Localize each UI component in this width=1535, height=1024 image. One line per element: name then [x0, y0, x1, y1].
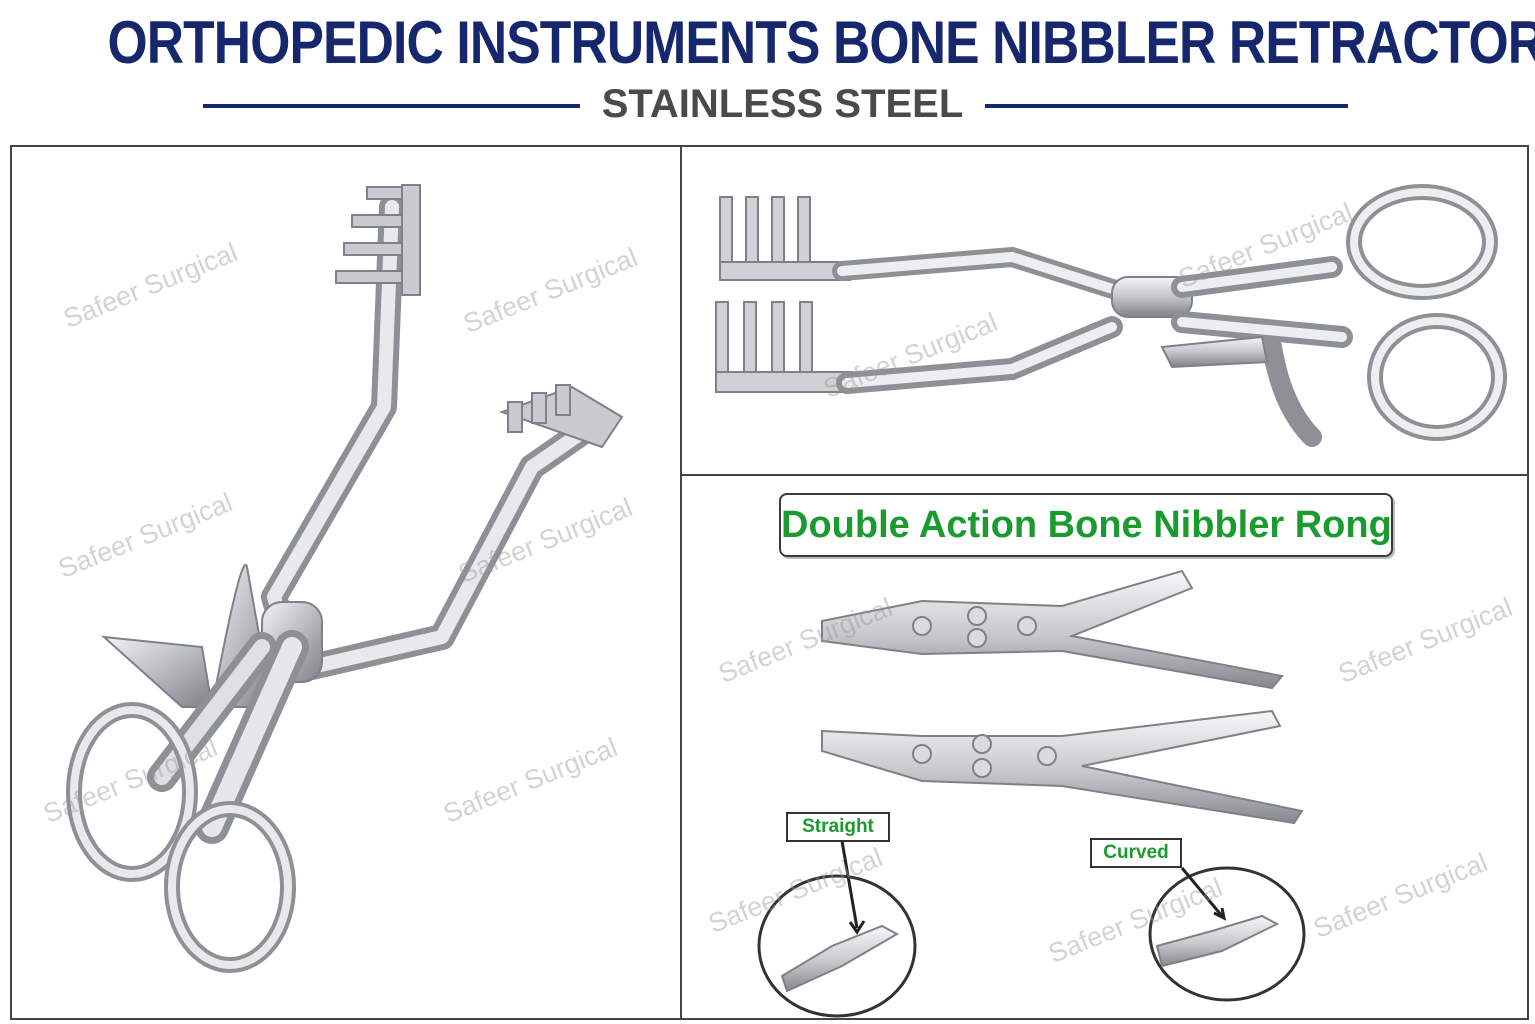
retractor-teeth-upper: [335, 184, 421, 296]
page-title: ORTHOPEDIC INSTRUMENTS BONE NIBBLER RETR…: [107, 9, 1535, 76]
straight-tag: Straight: [786, 812, 890, 842]
subtitle-row: STAINLESS STEEL: [0, 82, 1535, 132]
retractor-handles: [1171, 256, 1353, 447]
retractor-ratchet-bar: [1160, 335, 1269, 369]
subtitle: STAINLESS STEEL: [601, 82, 964, 126]
zoom-circle-straight: [757, 840, 917, 1018]
rongeur-illustration: [757, 569, 1306, 1018]
retractor-teeth-lower: [499, 384, 624, 449]
retractor-arm-upper: [261, 194, 405, 630]
retractor-rings: [1346, 184, 1507, 441]
retractor-illustration-right: [715, 184, 1507, 447]
retractor-arm-lower: [299, 409, 610, 680]
retractor-teeth-top: [719, 196, 851, 281]
horizontal-divider: [680, 474, 1529, 476]
retractor-illustration-left: [66, 184, 624, 973]
retractor-finger-rings: [66, 702, 296, 973]
subtitle-divider-left: [203, 104, 580, 108]
retractor-teeth-bottom: [715, 301, 853, 393]
rongeur-label: Double Action Bone Nibbler Rongeur: [779, 493, 1393, 557]
image-frame: [10, 145, 1529, 1020]
curved-tag: Curved: [1090, 838, 1182, 868]
rongeur-straight: [821, 569, 1284, 690]
zoom-circle-curved: [1148, 866, 1306, 1002]
retractor-arms: [832, 246, 1132, 394]
vertical-divider: [680, 145, 682, 1020]
subtitle-divider-right: [985, 104, 1348, 108]
rongeur-curved: [821, 709, 1304, 825]
